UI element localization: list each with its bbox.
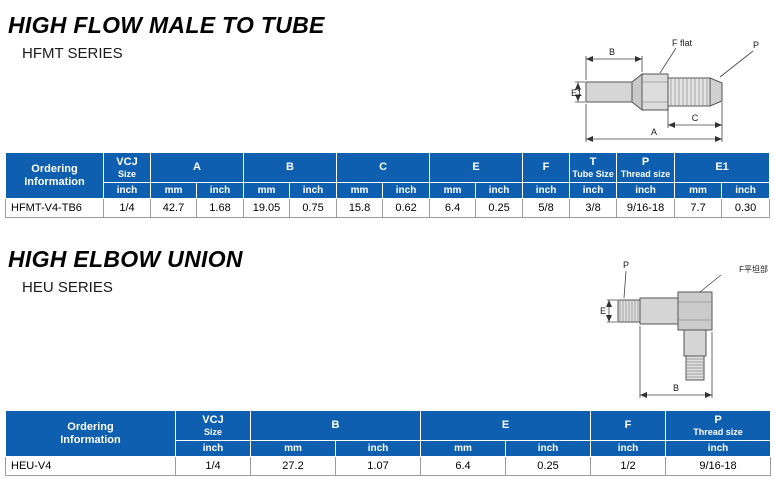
dim-label-c: C	[692, 113, 699, 123]
th-f-unit: inch	[522, 182, 571, 199]
th-a-inch: inch	[195, 182, 245, 199]
th-e1-inch: inch	[721, 182, 771, 199]
cell-b-mm: 19.05	[243, 198, 291, 218]
cell-f: 5/8	[522, 198, 571, 218]
th-e-inch: inch	[505, 440, 592, 457]
vcj-sublabel: Size	[203, 426, 222, 437]
cell-t: 3/8	[569, 198, 618, 218]
page-title-hfmt: HIGH FLOW MALE TO TUBE	[8, 12, 325, 38]
th-p-thread-size: P Thread size	[665, 410, 772, 441]
section-heu-header: HIGH ELBOW UNION HEU SERIES	[8, 246, 243, 296]
th-vcj-unit: inch	[175, 440, 251, 457]
cell-vcj: 1/4	[103, 198, 151, 218]
dimension-lines	[575, 47, 754, 142]
vcj-label: VCJ	[202, 414, 224, 426]
cell-b-inch: 1.07	[334, 456, 422, 476]
th-f-unit: inch	[590, 440, 667, 457]
series-label-hfmt: HFMT SERIES	[22, 45, 123, 62]
dim-label-b: B	[609, 47, 615, 57]
p-sublabel: Thread size	[693, 426, 743, 437]
th-e-mm: mm	[429, 182, 477, 199]
fitting-drawing	[585, 72, 723, 112]
th-e-inch: inch	[475, 182, 524, 199]
th-t-tube-size: T Tube Size	[569, 152, 618, 183]
th-e-mm: mm	[420, 440, 507, 457]
th-e: E	[420, 410, 592, 441]
series-label-heu: HEU SERIES	[22, 279, 113, 296]
cell-part-number: HEU-V4	[5, 456, 176, 476]
cell-f: 1/2	[590, 456, 667, 476]
p-sublabel: Thread size	[620, 168, 671, 179]
cell-c-inch: 0.62	[382, 198, 431, 218]
th-ordering-info: Ordering Information	[5, 410, 176, 457]
table-row: HEU-V4 1/4 27.2 1.07 6.4 0.25 1/2 9/16-1…	[5, 456, 772, 476]
dimension-lines	[606, 270, 722, 398]
cell-e1-mm: 7.7	[674, 198, 723, 218]
cell-a-inch: 1.68	[195, 198, 245, 218]
cell-e-mm: 6.4	[429, 198, 477, 218]
vcj-label: VCJ	[116, 156, 138, 168]
th-c-inch: inch	[382, 182, 431, 199]
th-e: E	[429, 152, 524, 183]
dim-label-b: B	[673, 383, 679, 393]
cell-e-inch: 0.25	[505, 456, 592, 476]
dim-label-e: E	[600, 306, 606, 316]
elbow-drawing	[617, 291, 713, 381]
ordering-info-text: Ordering Information	[60, 420, 121, 446]
cell-e1-inch: 0.30	[721, 198, 771, 218]
dim-label-p: P	[623, 260, 629, 270]
th-b-inch: inch	[334, 440, 422, 457]
th-b: B	[249, 410, 422, 441]
section-hfmt-header: HIGH FLOW MALE TO TUBE HFMT SERIES	[8, 12, 325, 62]
cell-b-mm: 27.2	[250, 456, 336, 476]
cell-a-mm: 42.7	[150, 198, 197, 218]
hfmt-spec-table: Ordering Information VCJ Size A B C E F …	[5, 152, 771, 218]
th-c-mm: mm	[336, 182, 384, 199]
vcj-sublabel: Size	[117, 168, 136, 179]
cell-b-inch: 0.75	[289, 198, 338, 218]
th-f: F	[522, 152, 571, 183]
cell-vcj: 1/4	[175, 456, 251, 476]
cell-p: 9/16-18	[665, 456, 772, 476]
cell-e-mm: 6.4	[420, 456, 507, 476]
heu-elbow-diagram: P F平坦部 E B	[600, 260, 768, 398]
p-label: P	[714, 414, 722, 426]
th-vcj-unit: inch	[103, 182, 151, 199]
th-b-mm: mm	[250, 440, 336, 457]
th-p-thread-size: P Thread size	[616, 152, 676, 183]
t-sublabel: Tube Size	[572, 168, 614, 179]
th-b-mm: mm	[243, 182, 291, 199]
th-c: C	[336, 152, 431, 183]
hfmt-fitting-diagram: B F flat P E1 C A	[571, 38, 759, 142]
th-vcj-size: VCJ Size	[175, 410, 251, 441]
th-p-unit: inch	[616, 182, 676, 199]
th-vcj-size: VCJ Size	[103, 152, 151, 183]
th-p-unit: inch	[665, 440, 772, 457]
th-b: B	[243, 152, 338, 183]
cell-part-number: HFMT-V4-TB6	[5, 198, 104, 218]
cell-c-mm: 15.8	[336, 198, 384, 218]
cell-p: 9/16-18	[616, 198, 676, 218]
th-a: A	[149, 152, 245, 183]
dim-label-f-flat: F平坦部	[739, 264, 768, 274]
th-t-unit: inch	[569, 182, 618, 199]
th-b-inch: inch	[289, 182, 338, 199]
dim-label-p: P	[753, 40, 759, 50]
th-e1: E1	[674, 152, 771, 183]
th-a-mm: mm	[150, 182, 197, 199]
dim-label-a: A	[651, 127, 657, 137]
page-title-heu: HIGH ELBOW UNION	[8, 246, 243, 272]
th-f: F	[590, 410, 667, 441]
p-label: P	[641, 156, 650, 168]
dim-label-e1: E1	[571, 88, 582, 98]
cell-e-inch: 0.25	[475, 198, 524, 218]
dim-label-f-flat: F flat	[672, 38, 693, 48]
th-ordering-info: Ordering Information	[5, 152, 104, 199]
heu-spec-table: Ordering Information VCJ Size B E F P Th…	[5, 410, 772, 476]
th-e1-mm: mm	[674, 182, 723, 199]
table-row: HFMT-V4-TB6 1/4 42.7 1.68 19.05 0.75 15.…	[5, 198, 771, 218]
t-label: T	[589, 156, 597, 168]
